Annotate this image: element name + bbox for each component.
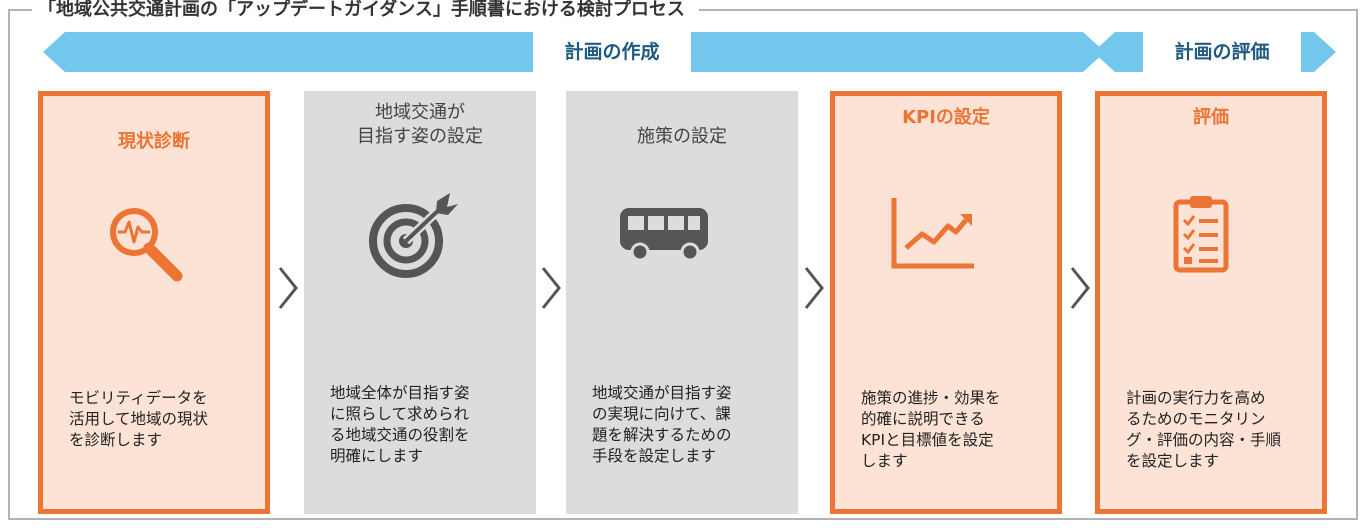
step-title: KPIの設定 (902, 107, 990, 128)
banner-label-evaluation: 計画の評価 (1174, 41, 1270, 63)
step-description: 地域全体が目指す姿 に照らして求められ る地域交通の役割を 明確にします (330, 384, 470, 465)
banner-plan-evaluation: 計画の評価 (1093, 32, 1336, 72)
chevron-right-icon (1070, 267, 1090, 309)
step-kpi-setting: KPIの設定 施策の進捗・効果を 的確に説明できる KPIと目標値を設定 します (830, 91, 1062, 514)
chevron-right-icon (541, 267, 561, 309)
bus-icon (620, 208, 708, 262)
step-current-diagnosis: 現状診断 モビリティデータを 活用して地域の現状 を診断します (38, 91, 270, 514)
target-dart-icon (369, 193, 458, 278)
step-title: 施策の設定 (637, 126, 727, 147)
step-title: 地域交通が 目指す姿の設定 (357, 102, 483, 147)
banner-plan-creation: 計画の作成 (43, 32, 1105, 72)
chevron-right-icon (804, 267, 824, 309)
step-target-vision: 地域交通が 目指す姿の設定 地域全体が目指す姿 に照らして求められ る地域交通の… (304, 91, 536, 514)
line-chart-icon (891, 198, 974, 269)
step-description: 地域交通が目指す姿 の実現に向けて、課 題を解決するための 手段を設定します (592, 384, 732, 465)
chevron-right-icon (278, 267, 298, 309)
frame-title: 「地域公共交通計画の「アップデートガイダンス」手順書における検討プロセス (32, 0, 699, 21)
step-description: モビリティデータを 活用して地域の現状 を診断します (69, 389, 209, 449)
clipboard-checklist-icon (1173, 196, 1229, 273)
step-evaluation: 評価 計画の実行力を高め るためのモニタリン グ・評価の内容・手順 を設定します (1095, 91, 1327, 514)
process-frame: 「地域公共交通計画の「アップデートガイダンス」手順書における検討プロセス (8, 0, 1358, 520)
step-title: 評価 (1193, 107, 1229, 128)
step-measures: 施策の設定 地域交通が目指す姿 の実現に向けて、課 題を解決するための 手段を設… (566, 91, 798, 514)
step-description: 計画の実行力を高め るためのモニタリン グ・評価の内容・手順 を設定します (1126, 389, 1282, 470)
magnifier-pulse-icon (110, 208, 183, 282)
step-description: 施策の進捗・効果を 的確に説明できる KPIと目標値を設定 します (861, 389, 1001, 470)
banner-label-creation: 計画の作成 (564, 41, 660, 63)
step-title: 現状診断 (118, 131, 190, 152)
